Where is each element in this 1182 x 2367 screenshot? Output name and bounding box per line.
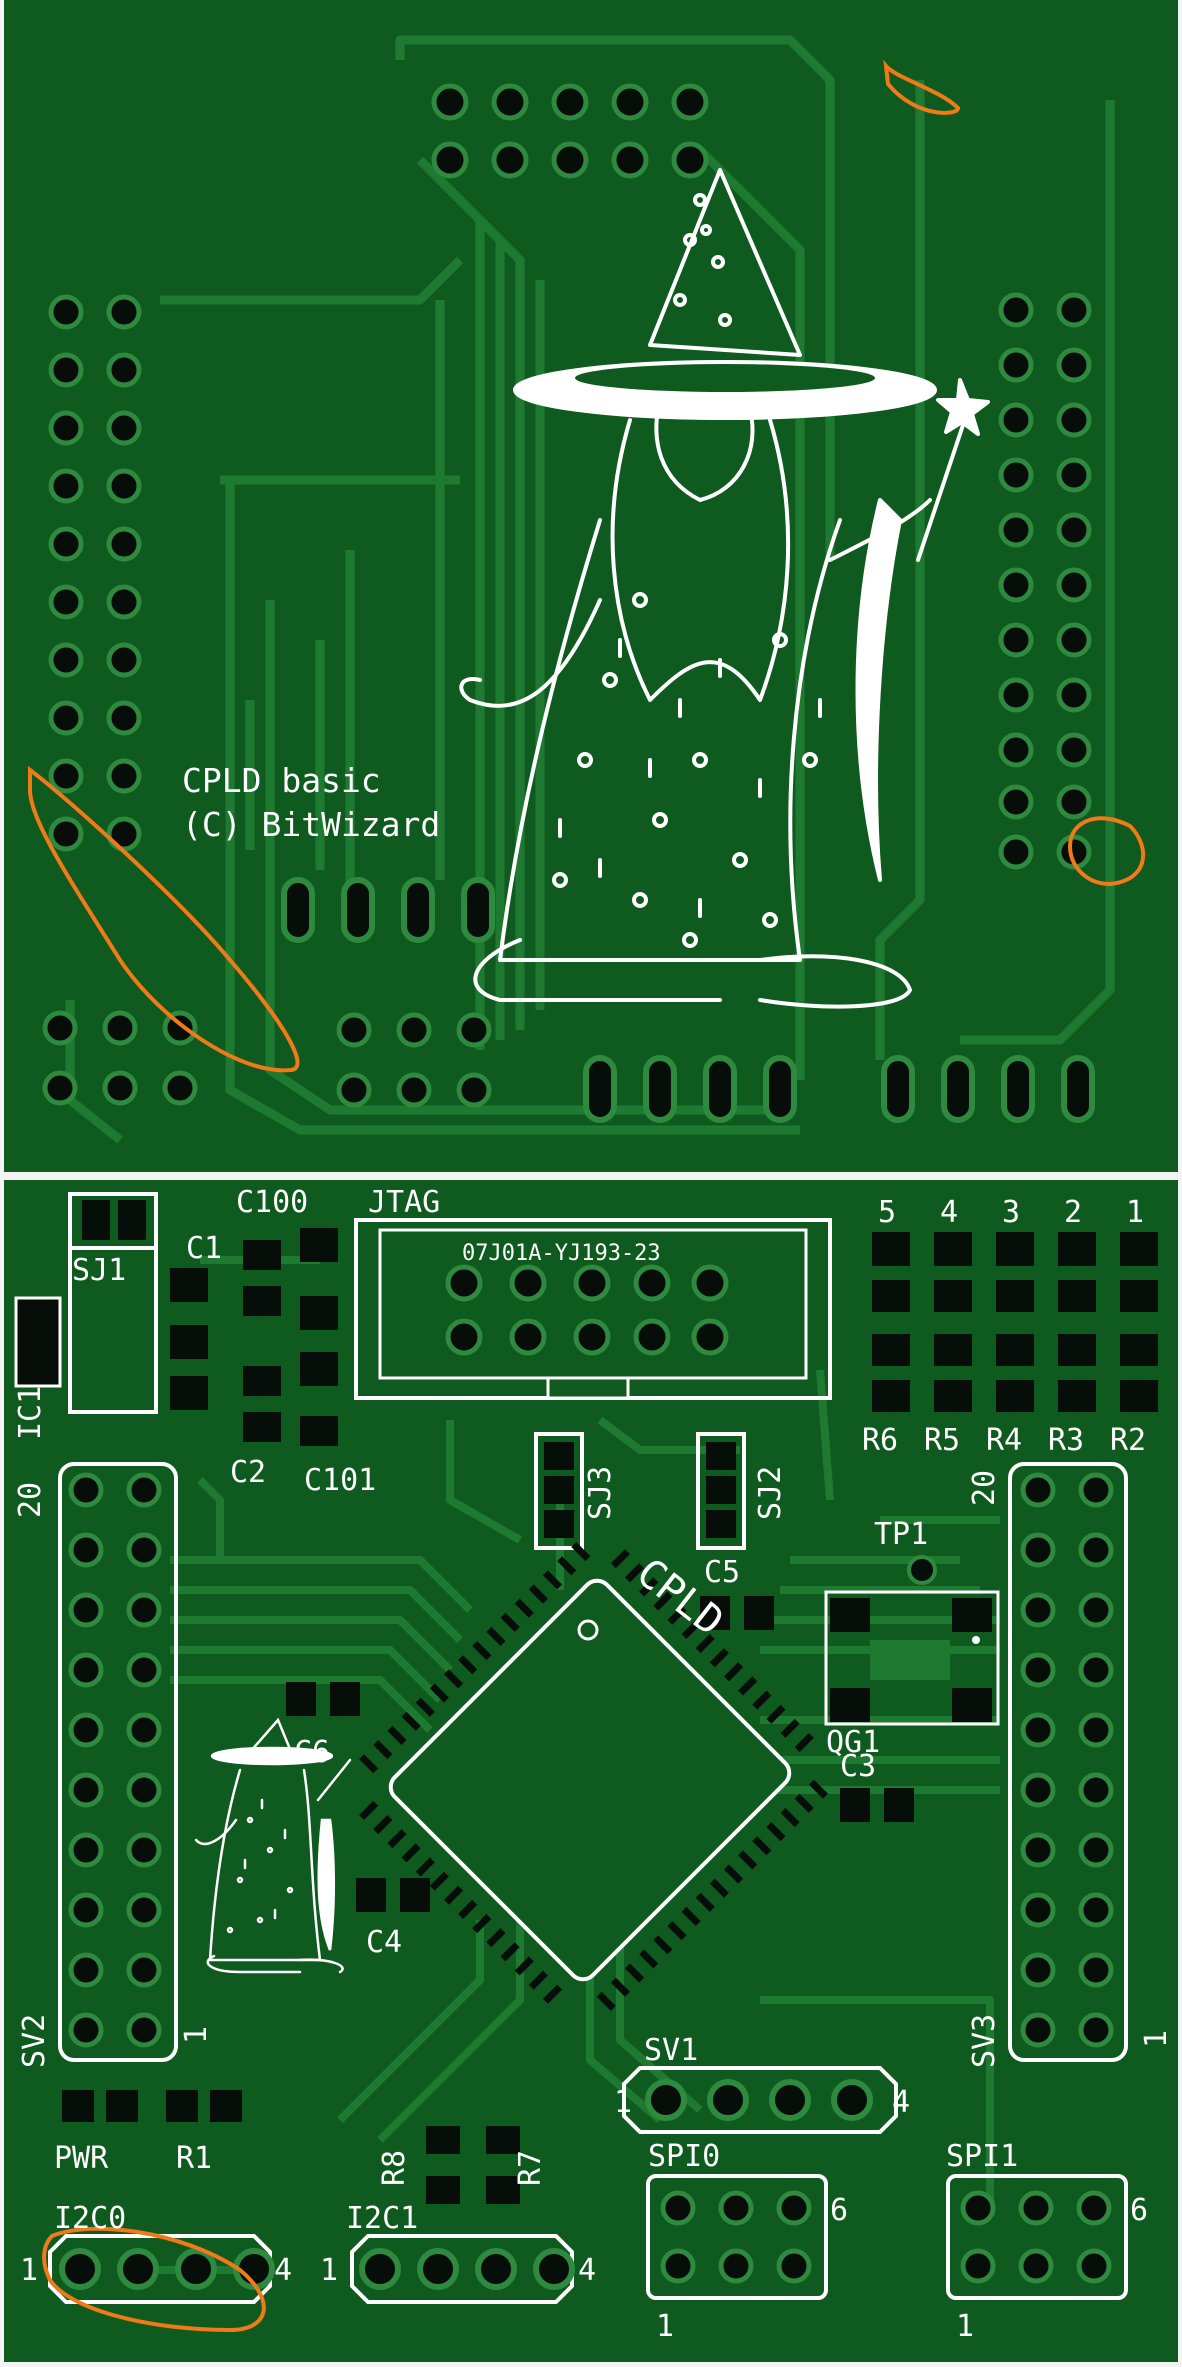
label-spi1-pin6: 6 xyxy=(1130,2193,1148,2228)
label-c4: C4 xyxy=(366,1925,402,1960)
jtag-connector xyxy=(354,1218,832,1400)
label-i2c0-pin4: 4 xyxy=(274,2253,292,2288)
top-slot-pads xyxy=(281,877,1095,1123)
label-sv1-pin4: 4 xyxy=(892,2085,910,2120)
spi0-connector xyxy=(646,2174,828,2300)
cpld-chip xyxy=(359,1542,828,2011)
resistor-label: R3 xyxy=(1048,1423,1084,1458)
spi1-connector xyxy=(946,2174,1128,2300)
led-number: 5 xyxy=(878,1195,896,1230)
label-sj2: SJ2 xyxy=(753,1466,788,1520)
label-sv3-pin1: 1 xyxy=(1139,2030,1174,2048)
resistor-label: R5 xyxy=(924,1423,960,1458)
wizard-icon xyxy=(459,168,990,1009)
label-qg1: QG1 xyxy=(826,1725,880,1760)
small-capacitor-pads xyxy=(62,1596,914,2204)
i2c0-annotation-mark xyxy=(42,2226,266,2333)
label-spi0-pin1: 1 xyxy=(656,2309,674,2344)
annotation-marks xyxy=(28,59,1145,1073)
board-copyright: (C) BitWizard xyxy=(182,805,440,844)
led-number: 4 xyxy=(940,1195,958,1230)
qg1-oscillator xyxy=(824,1555,1000,1726)
top-header-5x2 xyxy=(431,83,709,179)
resistor-label: R4 xyxy=(986,1423,1022,1458)
top-left-via-column xyxy=(42,294,198,1106)
small-wizard-icon xyxy=(194,1717,352,1974)
label-c101: C101 xyxy=(304,1463,376,1498)
label-r8: R8 xyxy=(377,2150,412,2186)
label-tp1: TP1 xyxy=(874,1517,928,1552)
label-i2c1-pin1: 1 xyxy=(320,2253,338,2288)
label-sj3: SJ3 xyxy=(583,1466,618,1520)
i2c0-connector xyxy=(48,2234,275,2304)
label-sv3-pin20: 20 xyxy=(967,1470,1002,1506)
label-c5: C5 xyxy=(704,1555,740,1590)
label-i2c1: I2C1 xyxy=(346,2201,418,2236)
board-gap xyxy=(0,1172,1182,1180)
sj3-sj2-jumpers xyxy=(534,1432,746,1550)
i2c1-connector xyxy=(350,2234,575,2304)
top-right-via-column xyxy=(998,292,1092,870)
label-sv2: SV2 xyxy=(17,2014,52,2068)
label-jtag: JTAG xyxy=(368,1185,440,1220)
top-misc-vias xyxy=(336,1012,492,1108)
resistor-label: R6 xyxy=(862,1423,898,1458)
sv1-connector xyxy=(622,2066,898,2134)
label-sv2-pin20: 20 xyxy=(13,1482,48,1518)
sv3-header xyxy=(1008,1462,1128,2062)
bottom-board: C100 JTAG 07J01A-YJ193-23 SJ1 C1 C2 C101… xyxy=(4,1180,1178,2362)
capacitor-pad-cluster xyxy=(170,1228,338,1446)
label-c6: C6 xyxy=(294,1735,330,1770)
label-r1: R1 xyxy=(176,2141,212,2176)
bottom-silk-text: C100 JTAG 07J01A-YJ193-23 SJ1 C1 C2 C101… xyxy=(13,1185,1174,2344)
board-title: CPLD basic xyxy=(182,761,381,800)
label-spi1: SPI1 xyxy=(946,2139,1018,2174)
sj1-jumper xyxy=(14,1192,158,1414)
top-silk-text: CPLD basic (C) BitWizard xyxy=(182,761,440,844)
sv2-header xyxy=(58,1462,178,2062)
led-number: 1 xyxy=(1126,1195,1144,1230)
label-sv1-pin1: 1 xyxy=(614,2085,632,2120)
top-board: CPLD basic (C) BitWizard xyxy=(4,0,1178,1172)
resistor-label: R2 xyxy=(1110,1423,1146,1458)
led-number: 3 xyxy=(1002,1195,1020,1230)
label-i2c0: I2C0 xyxy=(54,2201,126,2236)
label-sv2-pin1: 1 xyxy=(179,2026,214,2044)
led-resistor-array xyxy=(872,1232,1158,1412)
label-i2c0-pin1: 1 xyxy=(20,2253,38,2288)
label-c100: C100 xyxy=(236,1185,308,1220)
label-sv3: SV3 xyxy=(967,2014,1002,2068)
label-c3: C3 xyxy=(840,1749,876,1784)
label-jtag-marking: 07J01A-YJ193-23 xyxy=(462,1241,661,1266)
label-spi0: SPI0 xyxy=(648,2139,720,2174)
label-ic1: IC1 xyxy=(13,1386,48,1440)
label-c1: C1 xyxy=(186,1231,222,1266)
label-spi1-pin1: 1 xyxy=(956,2309,974,2344)
led-number: 2 xyxy=(1064,1195,1082,1230)
label-sj1: SJ1 xyxy=(72,1253,126,1288)
label-spi0-pin6: 6 xyxy=(830,2193,848,2228)
label-r7: R7 xyxy=(513,2150,548,2186)
label-sv1: SV1 xyxy=(644,2033,698,2068)
label-i2c1-pin4: 4 xyxy=(578,2253,596,2288)
label-c2: C2 xyxy=(230,1455,266,1490)
label-pwr: PWR xyxy=(54,2141,109,2176)
